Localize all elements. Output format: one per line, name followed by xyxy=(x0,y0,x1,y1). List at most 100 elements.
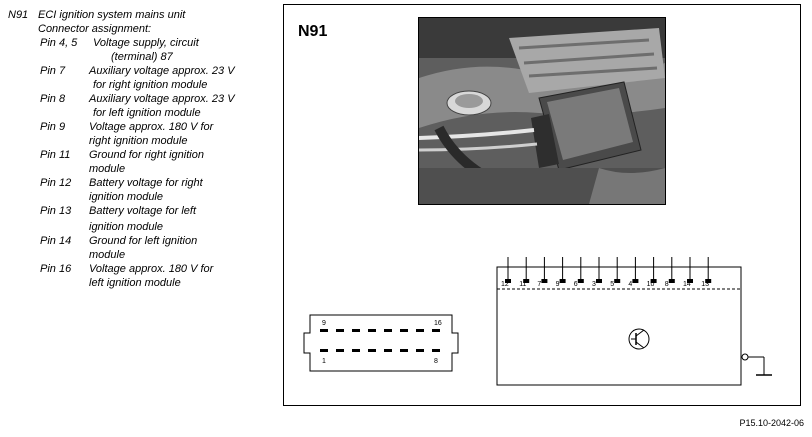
module-pin: 9 xyxy=(556,257,566,288)
module-pin-terminal xyxy=(650,279,657,283)
module-pin-terminal xyxy=(505,279,511,283)
pin-number: Pin 9 xyxy=(40,121,66,133)
pin-description: Voltage approx. 180 V for right ignition… xyxy=(89,120,280,148)
module-pin-label: 11 xyxy=(519,281,526,288)
module-pin-label: 7 xyxy=(537,281,541,288)
pin-description: Ground for right ignition module xyxy=(89,148,280,176)
transistor-symbol xyxy=(628,328,650,350)
pin-number: Pin 16 xyxy=(40,263,72,275)
pin-description-line: Ground for left ignition xyxy=(89,235,198,247)
module-pin-label: 5 xyxy=(610,281,614,288)
pin-description-line: Auxiliary voltage approx. 23 V xyxy=(89,93,235,105)
module-pin-label: 13 xyxy=(701,281,709,288)
pin-row: Pin 4, 5 Voltage supply, circuit (termin… xyxy=(8,36,280,64)
pin-description-line: right ignition module xyxy=(89,135,188,147)
pin-description-line: for right ignition module xyxy=(93,79,208,91)
unit-title: ECI ignition system mains unit xyxy=(38,9,186,21)
pin-number: Pin 11 xyxy=(40,149,71,161)
module-pin-label: 4 xyxy=(628,281,632,288)
pin-description-line: Voltage approx. 180 V for xyxy=(89,263,214,275)
pin-row: Pin 11 Ground for right ignition module xyxy=(8,148,280,176)
engine-photo-illustration xyxy=(419,18,665,204)
module-pin-label: 14 xyxy=(683,281,691,288)
pin-row: Pin 8 Auxiliary voltage approx. 23 V for… xyxy=(8,92,280,120)
connector-assignment-heading: Connector assignment: xyxy=(38,23,152,35)
pin-description: Voltage approx. 180 V for left ignition … xyxy=(89,262,280,290)
figure-reference: P15.10-2042-06 xyxy=(739,418,804,428)
pin-row: Pin 7 Auxiliary voltage approx. 23 V for… xyxy=(8,64,280,92)
pin-description: Auxiliary voltage approx. 23 V for left … xyxy=(89,92,280,120)
connector-pin-row-bottom xyxy=(320,349,440,352)
connector-label-bottom-left: 1 xyxy=(322,358,326,365)
pin-description-line: Voltage supply, circuit xyxy=(93,37,199,49)
unit-code: N91 xyxy=(8,9,29,21)
connector-label-top-left: 9 xyxy=(322,320,326,327)
module-pin-terminal xyxy=(559,279,566,283)
connector-label-bottom-right: 8 xyxy=(434,358,438,365)
pin-description-line: Ground for right ignition xyxy=(89,149,204,161)
module-pin-terminal xyxy=(632,279,639,283)
module-pin-label: 6 xyxy=(574,281,578,288)
connector-label-top-right: 16 xyxy=(434,320,442,327)
module-pin: 8 xyxy=(665,257,675,288)
connector-pin-row-top xyxy=(320,329,440,332)
pin-row: Pin 16 Voltage approx. 180 V for left ig… xyxy=(8,262,280,290)
pin-description-line: module xyxy=(89,249,126,261)
module-pin-terminal xyxy=(687,279,693,283)
module-pin: 3 xyxy=(592,257,602,288)
module-pin-terminal xyxy=(523,279,530,283)
module-pin: 4 xyxy=(628,257,639,288)
pin-description-line: Voltage approx. 180 V for xyxy=(89,121,214,133)
module-pin: 6 xyxy=(574,257,584,288)
pin-description-line: Battery voltage for right xyxy=(89,177,203,189)
pin-number: Pin 14 xyxy=(40,235,72,247)
ignition-module-schematic: 12 11 7 9 6 3 5 4 10 8 14 13 xyxy=(496,257,772,386)
pin-description-line: Auxiliary voltage approx. 23 V xyxy=(89,65,235,77)
engine-photo xyxy=(418,17,666,205)
module-pin-terminal xyxy=(577,279,584,283)
pin-description-line: Battery voltage for left xyxy=(89,205,196,217)
module-pin-terminal xyxy=(668,279,675,283)
module-pin: 13 xyxy=(701,257,712,288)
module-pin-terminal xyxy=(596,279,602,283)
module-pin-label: 10 xyxy=(647,281,655,288)
pin-number: Pin 8 xyxy=(40,93,66,105)
module-pin: 12 xyxy=(501,257,511,288)
module-pin-label: 3 xyxy=(592,281,596,288)
module-pin-terminal xyxy=(705,279,712,283)
pin-row: Pin 13 Battery voltage for left ignition… xyxy=(8,204,280,234)
pin-description: Battery voltage for right ignition modul… xyxy=(89,176,280,204)
module-pin-label: 12 xyxy=(501,281,509,288)
pin-number: Pin 13 xyxy=(40,205,72,217)
module-pin-group: 12 11 7 9 6 3 5 4 10 8 14 13 xyxy=(501,257,712,288)
pin-description: Battery voltage for left ignition module xyxy=(89,204,280,234)
module-pin-label: 8 xyxy=(665,281,669,288)
pin-number: Pin 7 xyxy=(40,65,66,77)
module-pin: 5 xyxy=(610,257,621,288)
pin-row: Pin 12 Battery voltage for right ignitio… xyxy=(8,176,280,204)
pin-row: Pin 14 Ground for left ignition module xyxy=(8,234,280,262)
pin-description: Auxiliary voltage approx. 23 V for right… xyxy=(89,64,280,92)
figure-label: N91 xyxy=(298,23,328,40)
pin-assignment-text: N91 ECI ignition system mains unit Conne… xyxy=(8,8,280,290)
pin-description-line: left ignition module xyxy=(89,277,181,289)
connector-diagram: 9 16 1 8 xyxy=(303,314,459,372)
module-pin: 14 xyxy=(683,257,693,288)
pin-row: Pin 9 Voltage approx. 180 V for right ig… xyxy=(8,120,280,148)
pin-description-line: module xyxy=(89,163,126,175)
module-pin: 11 xyxy=(519,257,530,288)
ground-connection xyxy=(741,353,772,376)
pin-description-line: ignition module xyxy=(89,221,163,233)
module-pin-label: 9 xyxy=(556,281,560,288)
pin-description-line: for left ignition module xyxy=(93,107,201,119)
pin-number: Pin 12 xyxy=(40,177,72,189)
figure-frame: N91 xyxy=(283,4,801,406)
pin-description-line: ignition module xyxy=(89,191,163,203)
module-pin: 10 xyxy=(647,257,657,288)
module-pin-terminal xyxy=(541,279,548,283)
module-pin: 7 xyxy=(537,257,548,288)
pin-number: Pin 4, 5 xyxy=(40,37,78,49)
pin-description: Ground for left ignition module xyxy=(89,234,280,262)
pin-description-line: (terminal) 87 xyxy=(111,51,173,63)
module-pin-terminal xyxy=(614,279,621,283)
